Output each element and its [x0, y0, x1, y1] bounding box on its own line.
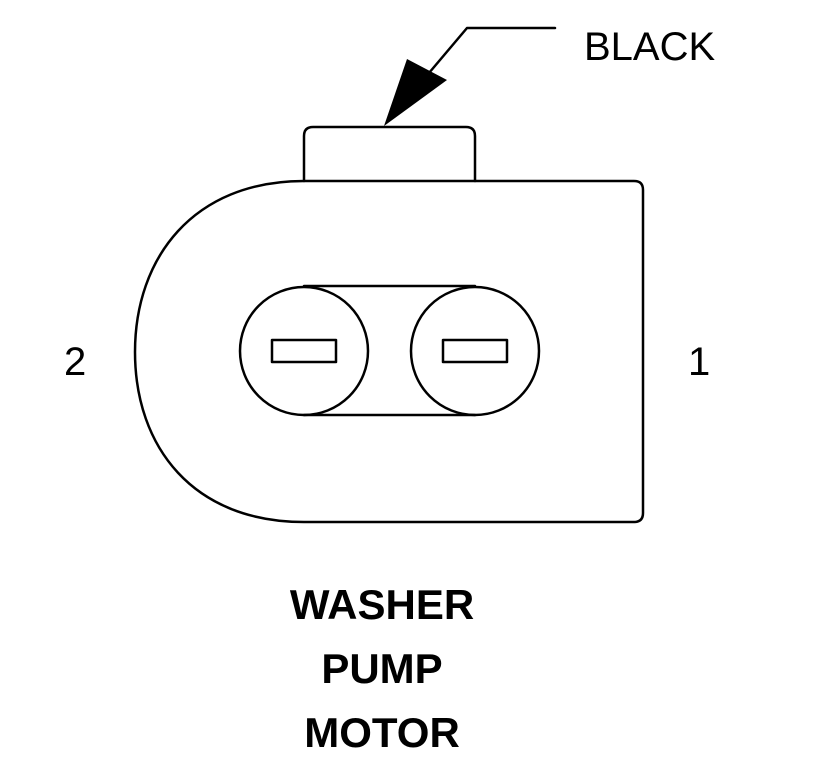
leader-arrowhead	[384, 59, 447, 126]
pin-2-terminal	[270, 338, 338, 364]
connector-lock-tab	[302, 125, 477, 183]
pin-1-cavity	[409, 285, 541, 417]
pin-2-label: 2	[64, 340, 87, 384]
connector-body	[133, 179, 645, 524]
component-title-line-3: MOTOR	[304, 709, 460, 756]
leader-line	[416, 26, 557, 88]
wire-color-label: BLACK	[584, 25, 716, 69]
component-title-line-2: PUMP	[321, 645, 443, 692]
pin-1-terminal	[441, 338, 509, 364]
cavity-housing	[302, 284, 477, 417]
component-title-line-1: WASHER	[289, 581, 475, 628]
pin-1-label: 1	[688, 340, 711, 384]
pin-2-cavity	[238, 285, 370, 417]
